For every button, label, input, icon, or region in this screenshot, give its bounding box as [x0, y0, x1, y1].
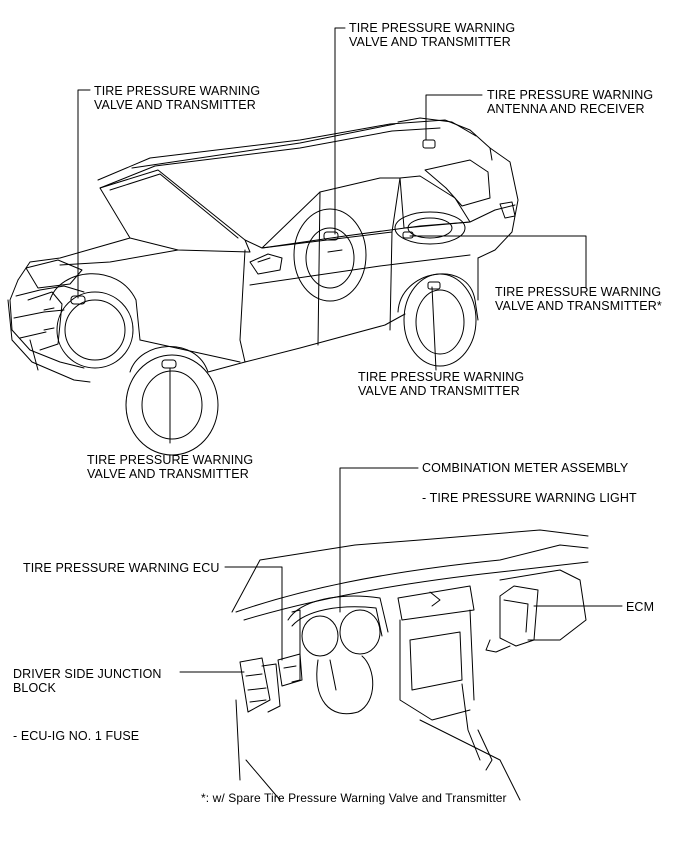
label-tpw-valve-rear-left: TIRE PRESSURE WARNING VALVE AND TRANSMIT…	[349, 21, 515, 49]
label-line: TIRE PRESSURE WARNING	[487, 88, 654, 102]
sensor-marks	[70, 139, 441, 369]
label-line: DRIVER SIDE JUNCTION	[13, 667, 162, 681]
label-line: TIRE PRESSURE WARNING	[358, 370, 525, 384]
label-line: TIRE PRESSURE WARNING	[349, 21, 516, 35]
label-line: VALVE AND TRANSMITTER*	[495, 299, 662, 313]
label-tpw-antenna: TIRE PRESSURE WARNING ANTENNA AND RECEIV…	[487, 88, 653, 116]
label-line: VALVE AND TRANSMITTER	[94, 98, 256, 112]
footnote: *: w/ Spare Tire Pressure Warning Valve …	[201, 791, 507, 805]
label-line: VALVE AND TRANSMITTER	[358, 384, 520, 398]
leader-lines	[77, 27, 623, 673]
label-ecu-ig-fuse: - ECU-IG NO. 1 FUSE	[13, 729, 140, 743]
label-combination-meter: COMBINATION METER ASSEMBLY	[422, 461, 629, 475]
label-tpw-valve-spare: TIRE PRESSURE WARNING VALVE AND TRANSMIT…	[495, 285, 662, 313]
label-line: ANTENNA AND RECEIVER	[487, 102, 645, 116]
label-line: TIRE PRESSURE WARNING	[87, 453, 254, 467]
label-warning-light: - TIRE PRESSURE WARNING LIGHT	[422, 491, 637, 505]
label-line: TIRE PRESSURE WARNING	[94, 84, 261, 98]
label-tpw-valve-front-left: TIRE PRESSURE WARNING VALVE AND TRANSMIT…	[94, 84, 260, 112]
vehicle-drawing	[7, 117, 519, 456]
label-line: VALVE AND TRANSMITTER	[87, 467, 249, 481]
label-line: BLOCK	[13, 681, 56, 695]
dashboard-drawing	[231, 529, 589, 801]
label-line: TIRE PRESSURE WARNING	[495, 285, 662, 299]
label-junction-block: DRIVER SIDE JUNCTION BLOCK	[13, 667, 162, 695]
label-tpw-valve-rear-right: TIRE PRESSURE WARNING VALVE AND TRANSMIT…	[358, 370, 524, 398]
label-line: VALVE AND TRANSMITTER	[349, 35, 511, 49]
label-tpw-ecu: TIRE PRESSURE WARNING ECU	[23, 561, 220, 575]
label-ecm: ECM	[626, 600, 655, 614]
label-tpw-valve-front-right: TIRE PRESSURE WARNING VALVE AND TRANSMIT…	[87, 453, 253, 481]
